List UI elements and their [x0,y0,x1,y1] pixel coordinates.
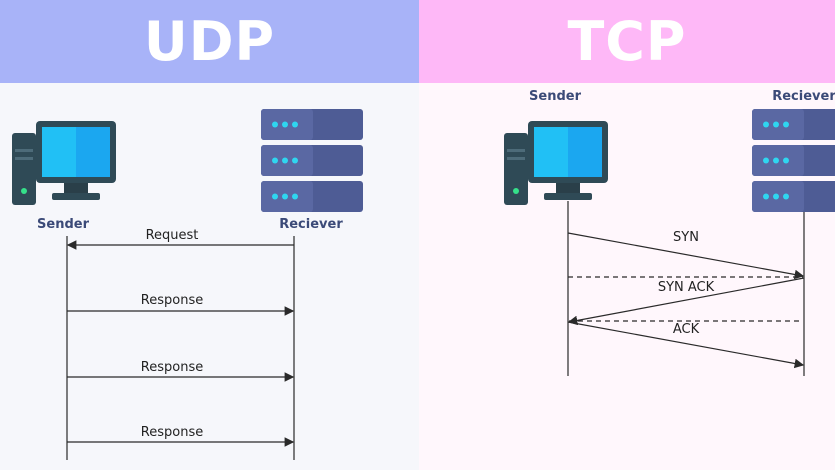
udp-panel: UDP [0,0,419,83]
udp-receiver-label: Reciever [279,217,343,232]
tcp-receiver-label: Reciever [772,89,835,104]
tcp-syn-arrow [567,232,805,280]
tcp-syn-ack-arrow [567,277,805,326]
udp-receiver-server-icon [261,109,363,212]
udp-message-label: Response [141,293,203,308]
tcp-banner: TCP [419,0,835,83]
udp-title: UDP [143,10,276,73]
tcp-message-label: SYN ACK [658,280,715,295]
udp-message-label: Response [141,360,203,375]
tcp-message-label: ACK [673,322,700,337]
tcp-ack-arrow [567,321,805,369]
tcp-title: TCP [567,10,687,73]
udp-sender-computer-icon [12,121,116,205]
tcp-sender-label: Sender [529,89,582,104]
tcp-panel: TCP [419,0,835,470]
tcp-message-label: SYN [673,230,699,245]
udp-message-label: Request [146,228,199,243]
tcp-receiver-server-icon [752,109,835,212]
tcp-sender-computer-icon [504,121,608,205]
udp-message-label: Response [141,425,203,440]
udp-banner: UDP [0,0,419,83]
udp-sender-label: Sender [37,217,90,232]
